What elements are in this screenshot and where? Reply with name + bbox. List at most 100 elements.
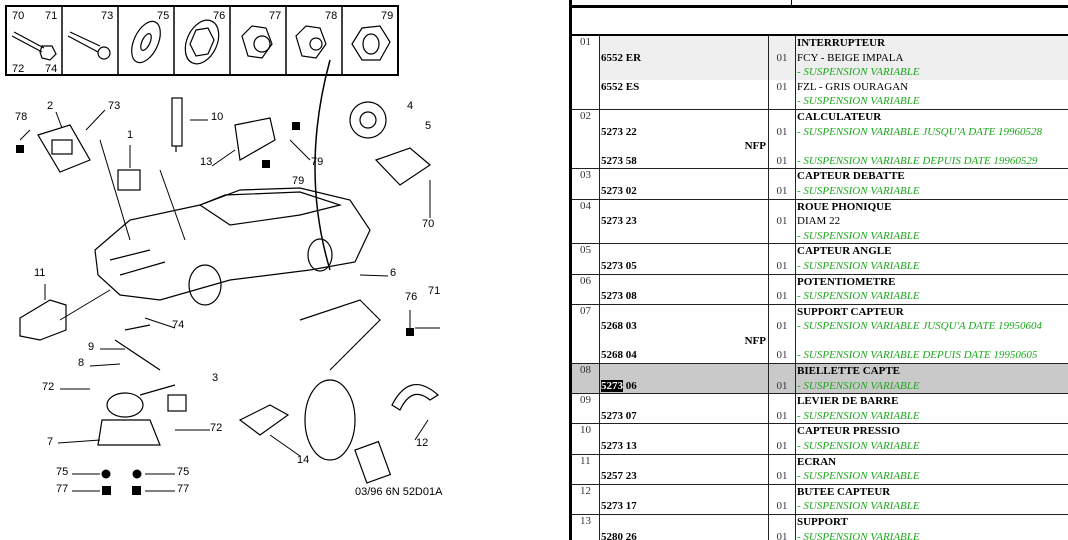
part-reference[interactable]: 5268 03 bbox=[600, 319, 769, 334]
application-note: - SUSPENSION VARIABLE JUSQU'A DATE 19950… bbox=[797, 320, 1043, 333]
application-note: - SUSPENSION VARIABLE bbox=[797, 184, 920, 197]
callout: 10 bbox=[211, 111, 224, 123]
table-line: - SUSPENSION VARIABLE bbox=[600, 228, 1068, 244]
callout: 8 bbox=[78, 357, 85, 369]
part-reference[interactable]: 5273 17 bbox=[600, 499, 769, 514]
callout: 3 bbox=[212, 372, 219, 384]
table-line: - SUSPENSION VARIABLE bbox=[600, 65, 1068, 80]
part-reference[interactable]: 5273 02 bbox=[600, 183, 769, 199]
collar-nut-icon bbox=[295, 25, 327, 59]
application-note: - SUSPENSION VARIABLE DEPUIS DATE 199605… bbox=[797, 154, 1038, 167]
quantity: 01 bbox=[769, 79, 796, 95]
application-note: - SUSPENSION VARIABLE bbox=[797, 409, 920, 422]
quantity: 01 bbox=[769, 214, 796, 229]
application-note: - SUSPENSION VARIABLE bbox=[797, 530, 920, 540]
part-reference[interactable]: 6552 ES bbox=[600, 79, 769, 95]
quantity: 01 bbox=[769, 289, 796, 304]
part-reference[interactable]: 5268 04 bbox=[600, 348, 769, 364]
hardware-label: 73 bbox=[101, 10, 114, 22]
part-reference[interactable]: 5273 05 bbox=[600, 258, 769, 274]
callout: 2 bbox=[47, 100, 54, 112]
quantity bbox=[769, 94, 796, 109]
application-note: - SUSPENSION VARIABLE JUSQU'A DATE 19960… bbox=[797, 125, 1043, 138]
quantity bbox=[769, 244, 796, 259]
hardware-label: 75 bbox=[157, 10, 170, 22]
nfp-marker: NFP bbox=[744, 334, 766, 347]
callout: 76 bbox=[405, 291, 418, 303]
callout: 9 bbox=[88, 341, 95, 353]
part-reference-text: 5257 23 bbox=[601, 470, 637, 483]
stop-part bbox=[391, 384, 439, 411]
part-reference[interactable]: 5273 23 bbox=[600, 214, 769, 229]
table-line: CAPTEUR ANGLE bbox=[600, 244, 1068, 259]
item-number: 01 bbox=[572, 36, 600, 109]
part-variant bbox=[796, 139, 1068, 154]
hardware-label: 77 bbox=[269, 10, 282, 22]
part-reference[interactable]: 5273 22 bbox=[600, 124, 769, 140]
part-reference[interactable]: 5273 07 bbox=[600, 408, 769, 424]
quantity bbox=[769, 36, 796, 51]
quantity: 01 bbox=[769, 408, 796, 424]
quantity bbox=[769, 424, 796, 440]
callout: 79 bbox=[311, 156, 324, 168]
part-reference[interactable]: 5257 23 bbox=[600, 469, 769, 484]
selected-text: 5273 bbox=[601, 379, 623, 392]
quantity: 01 bbox=[769, 469, 796, 484]
part-reference[interactable]: 5273 06 bbox=[600, 378, 769, 394]
hardware-label: 78 bbox=[325, 10, 338, 22]
part-reference-text: 5268 04 bbox=[601, 349, 637, 362]
part-reference[interactable]: 5273 13 bbox=[600, 439, 769, 454]
callout: 1 bbox=[127, 129, 134, 141]
quantity bbox=[769, 169, 796, 184]
angle-sensor-part bbox=[374, 147, 431, 186]
quantity: 01 bbox=[769, 529, 796, 540]
part-name: ECRAN bbox=[797, 455, 837, 468]
part-reference[interactable]: 5273 58 bbox=[600, 153, 769, 169]
part-name: BIELLETTE CAPTE bbox=[797, 365, 901, 378]
pedal-assembly bbox=[299, 299, 392, 484]
part-reference bbox=[600, 65, 769, 80]
part-reference bbox=[600, 109, 769, 125]
part-reference-text: 5273 58 bbox=[601, 154, 637, 167]
part-variant: FZL - GRIS OURAGAN bbox=[797, 80, 909, 93]
nfp-marker: NFP bbox=[744, 140, 766, 153]
part-reference-text: 5268 03 bbox=[601, 320, 637, 333]
part-reference[interactable]: 6552 ER bbox=[600, 50, 769, 66]
part-reference[interactable]: 5280 26 bbox=[600, 529, 769, 540]
quantity: 01 bbox=[769, 258, 796, 274]
item-number: 06 bbox=[572, 274, 600, 304]
quantity: 01 bbox=[769, 153, 796, 169]
item-number: 13 bbox=[572, 515, 600, 540]
item-number: 05 bbox=[572, 244, 600, 274]
part-reference[interactable]: 5273 08 bbox=[600, 289, 769, 304]
quantity: 01 bbox=[769, 439, 796, 454]
quantity bbox=[769, 484, 796, 500]
application-note: - SUSPENSION VARIABLE bbox=[797, 500, 920, 513]
diagram-artwork bbox=[5, 5, 440, 495]
part-reference bbox=[600, 36, 769, 51]
hardware-label: 70 bbox=[12, 10, 25, 22]
